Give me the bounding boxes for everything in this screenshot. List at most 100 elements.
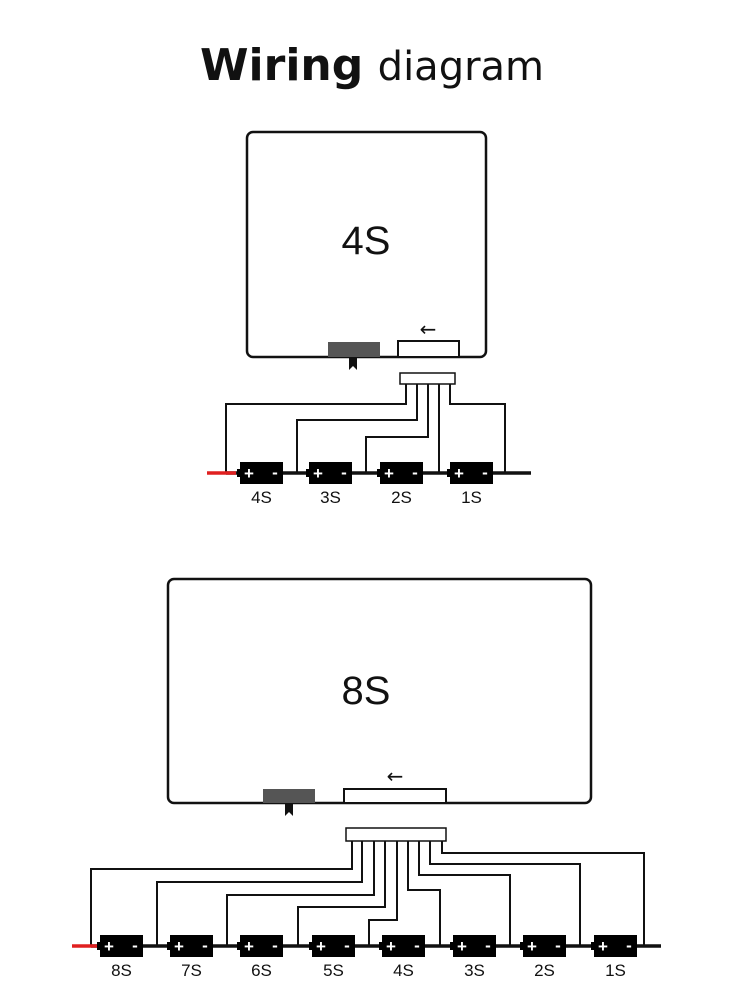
plus-sign: + [457, 937, 467, 956]
balance-wire [226, 841, 375, 946]
page-title: Wiring diagram [200, 40, 544, 91]
board-label: 8S [342, 669, 391, 713]
minus-sign: - [485, 936, 491, 955]
board-label: 4S [342, 219, 391, 263]
battery-cell: +-5S [309, 935, 355, 980]
cell-label: 7S [181, 961, 202, 980]
battery-cell: +-1S [447, 462, 493, 507]
plus-sign: + [316, 937, 326, 956]
cell-label: 1S [461, 488, 482, 507]
battery-icon [240, 935, 283, 957]
battery-icon [309, 462, 352, 484]
cell-label: 4S [393, 961, 414, 980]
balance-wire [297, 841, 386, 946]
battery-terminal [237, 942, 240, 950]
plus-sign: + [598, 937, 608, 956]
battery-terminal [377, 469, 380, 477]
battery-terminal [237, 469, 240, 477]
minus-sign: - [482, 463, 488, 482]
diagram-8s: 8S ← +-8S+-7S+-6S+-5S+-4S+-3S+-2S+-1S [72, 577, 661, 980]
minus-sign: - [341, 463, 347, 482]
tag-icon [349, 358, 357, 370]
battery-icon [100, 935, 143, 957]
battery-terminal [591, 942, 594, 950]
battery-terminal [450, 942, 453, 950]
battery-icon [312, 935, 355, 957]
board-connector [397, 340, 460, 358]
battery-icon [170, 935, 213, 957]
balance-plug [345, 827, 447, 842]
battery-icon [380, 462, 423, 484]
balance-wire [365, 384, 429, 473]
minus-sign: - [626, 936, 632, 955]
balance-wire [368, 841, 398, 946]
cell-row: +-8S+-7S+-6S+-5S+-4S+-3S+-2S+-1S [97, 935, 637, 980]
title-bold: Wiring [200, 40, 363, 91]
balance-wire [156, 841, 363, 946]
cell-label: 1S [605, 961, 626, 980]
cell-label: 3S [464, 961, 485, 980]
minus-sign: - [412, 463, 418, 482]
battery-terminal [167, 942, 170, 950]
arrow-left-icon: ← [420, 317, 437, 341]
cell-row: +-4S+-3S+-2S+-1S [237, 462, 493, 507]
diagram-4s: 4S ← +-4S+-3S+-2S+-1S [207, 130, 531, 507]
plus-sign: + [454, 464, 464, 483]
balance-plug [399, 372, 456, 385]
balance-wire [90, 841, 353, 946]
plus-sign: + [384, 464, 394, 483]
title-regular: diagram [378, 44, 544, 90]
battery-cell: +-3S [450, 935, 496, 980]
battery-cell: +-2S [377, 462, 423, 507]
balance-wire [296, 384, 418, 473]
battery-cell: +-6S [237, 935, 283, 980]
battery-terminal [97, 942, 100, 950]
switch-block [328, 342, 380, 357]
minus-sign: - [202, 936, 208, 955]
tag-icon [285, 804, 293, 816]
battery-terminal [306, 469, 309, 477]
balance-wire [441, 841, 645, 946]
cell-label: 4S [251, 488, 272, 507]
battery-icon [453, 935, 496, 957]
battery-terminal [309, 942, 312, 950]
plus-sign: + [174, 937, 184, 956]
switch-block [263, 789, 315, 803]
battery-icon [240, 462, 283, 484]
minus-sign: - [414, 936, 420, 955]
balance-wire [225, 384, 407, 473]
battery-cell: +-4S [379, 935, 425, 980]
battery-cell: +-7S [167, 935, 213, 980]
battery-cell: +-3S [306, 462, 352, 507]
cell-label: 3S [320, 488, 341, 507]
battery-terminal [520, 942, 523, 950]
balance-wire [449, 384, 506, 473]
cell-label: 6S [251, 961, 272, 980]
cell-label: 8S [111, 961, 132, 980]
battery-terminal [447, 469, 450, 477]
minus-sign: - [272, 463, 278, 482]
arrow-left-icon: ← [387, 764, 404, 788]
plus-sign: + [244, 937, 254, 956]
battery-icon [523, 935, 566, 957]
minus-sign: - [132, 936, 138, 955]
balance-wire [418, 841, 511, 946]
plus-sign: + [244, 464, 254, 483]
cell-label: 5S [323, 961, 344, 980]
battery-icon [594, 935, 637, 957]
battery-cell: +-1S [591, 935, 637, 980]
balance-wire [407, 841, 441, 946]
battery-cell: +-4S [237, 462, 283, 507]
battery-cell: +-2S [520, 935, 566, 980]
minus-sign: - [272, 936, 278, 955]
minus-sign: - [344, 936, 350, 955]
cell-label: 2S [534, 961, 555, 980]
battery-icon [382, 935, 425, 957]
board-connector [343, 788, 447, 804]
balance-wire [429, 841, 581, 946]
battery-icon [450, 462, 493, 484]
battery-terminal [379, 942, 382, 950]
minus-sign: - [555, 936, 561, 955]
cell-label: 2S [391, 488, 412, 507]
